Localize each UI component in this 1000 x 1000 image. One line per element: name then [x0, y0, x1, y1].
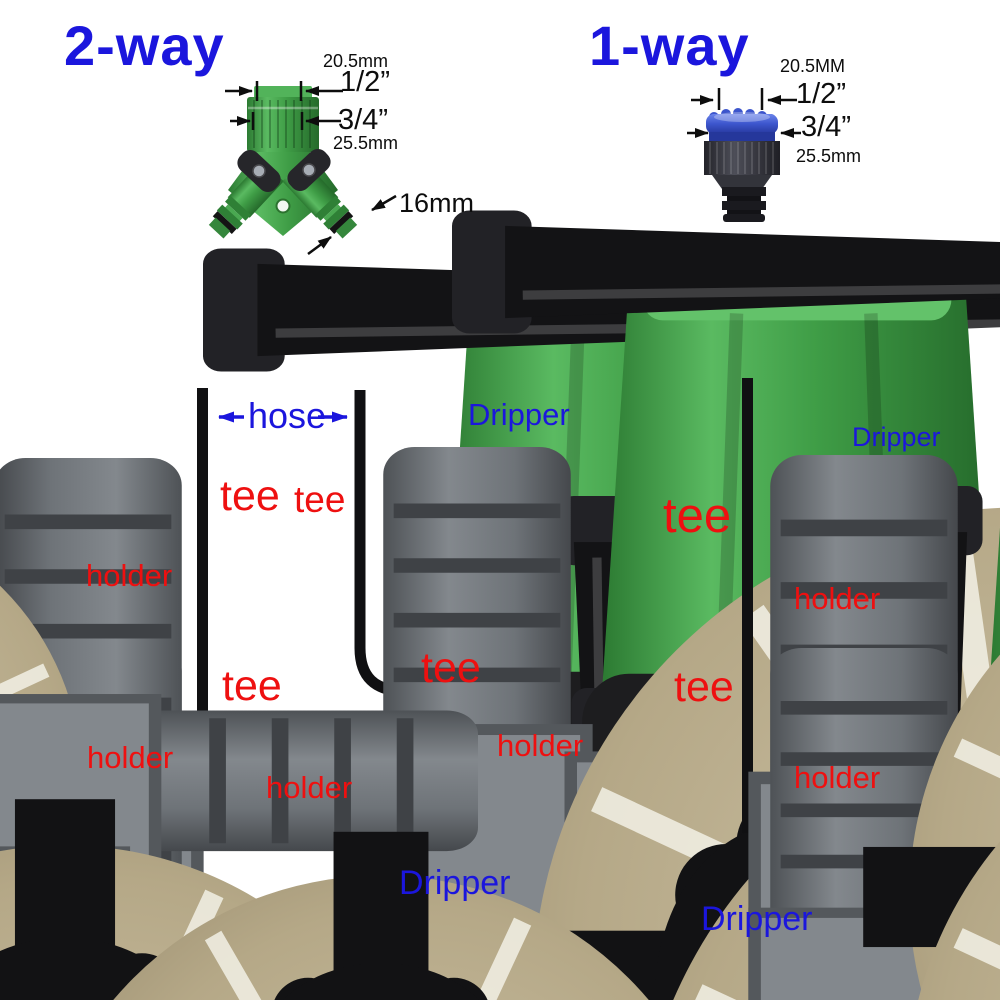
right-assembly — [29, 265, 1000, 1000]
dripper-label: Dripper — [468, 397, 570, 432]
holder-label: holder — [497, 728, 584, 763]
dim-label-half-inch: 1/2” — [796, 78, 846, 110]
one-way-title: 1-way — [589, 14, 750, 77]
valve-handle-right — [287, 148, 331, 192]
one-way-dimension-arrows — [687, 88, 801, 138]
dripper-label: Dripper — [399, 864, 511, 902]
tee-label: tee — [663, 489, 732, 543]
holder-label: holder — [87, 740, 174, 775]
dim-label-25-5mm: 25.5mm — [796, 146, 862, 166]
dim-label-three-quarter-inch: 3/4” — [801, 111, 851, 143]
dripper-label: Dripper — [852, 422, 941, 452]
holder-label: holder — [266, 770, 353, 805]
hose-line — [197, 388, 208, 838]
left-assembly — [0, 247, 1000, 1000]
tee-label: tee — [222, 662, 282, 710]
dim-label-three-quarter-inch: 3/4” — [338, 104, 388, 136]
holder-label: holder — [794, 760, 881, 795]
dim-label-25-5mm: 25.5mm — [333, 133, 399, 153]
two-way-dimension-arrows — [225, 81, 397, 256]
dim-label-20-5mm: 20.5mm — [323, 51, 389, 71]
tee-label: tee — [421, 644, 481, 692]
valve-handle-left — [237, 149, 281, 193]
dim-label-16mm: 16mm — [399, 188, 475, 218]
hose-line — [742, 378, 753, 833]
two-way-splitter-illustration — [208, 86, 358, 239]
dim-label-20-5mm: 20.5MM — [780, 56, 846, 76]
dripper-label: Dripper — [701, 900, 813, 938]
one-way-adapter-illustration — [704, 108, 780, 222]
two-way-title: 2-way — [64, 14, 225, 77]
tee-label: tee — [674, 663, 734, 711]
holder-label: holder — [86, 558, 173, 593]
dim-label-half-inch: 1/2” — [340, 66, 390, 98]
tee-label: tee — [220, 472, 280, 520]
middle-assembly — [0, 209, 1000, 1000]
tee-label: tee — [294, 479, 346, 520]
holder-label: holder — [794, 581, 881, 616]
hose-label: hose — [248, 395, 327, 436]
